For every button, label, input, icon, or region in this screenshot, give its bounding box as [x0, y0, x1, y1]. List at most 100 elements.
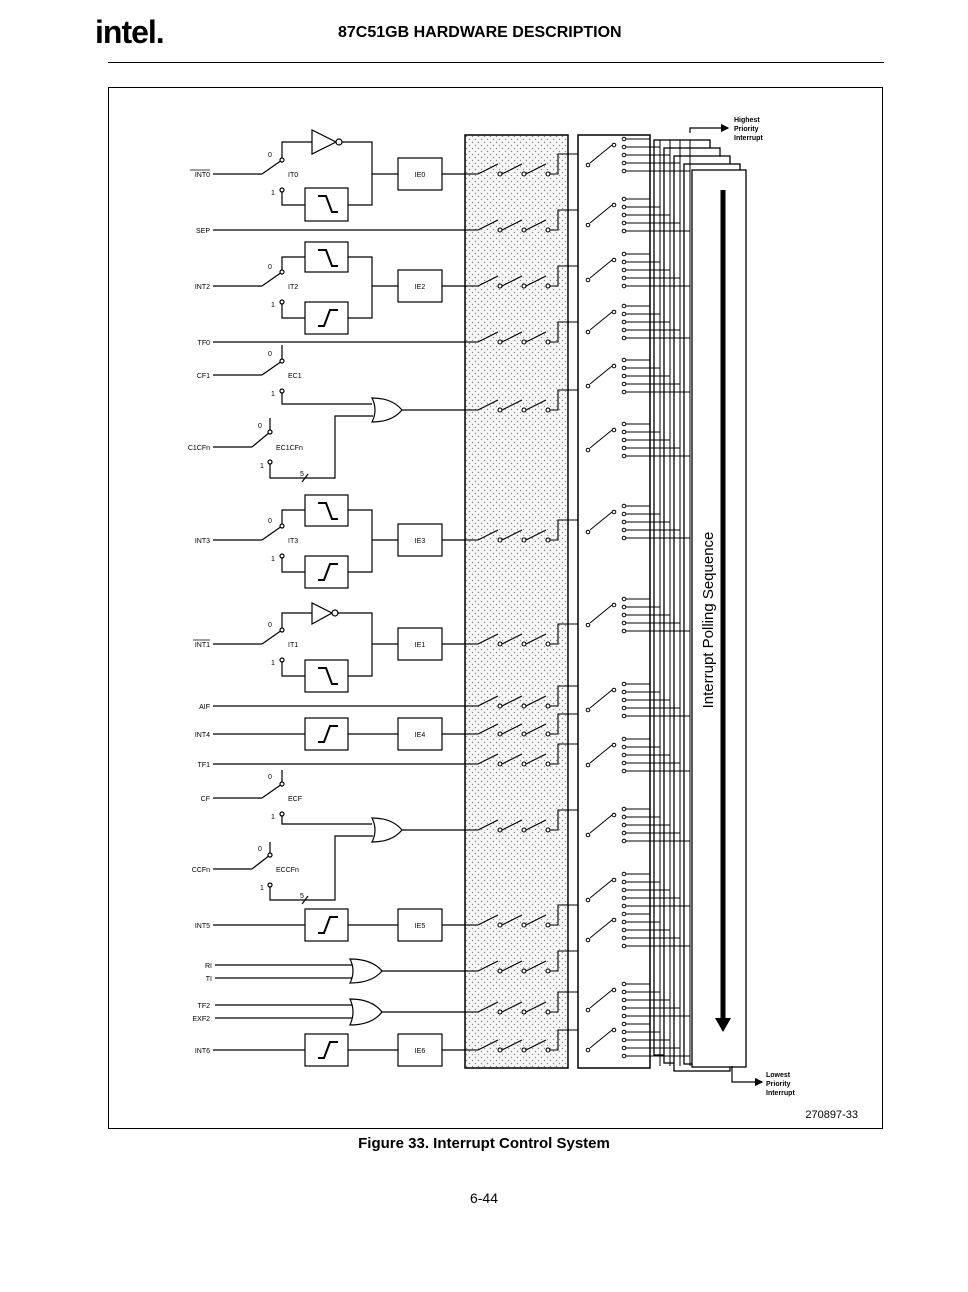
priority-fanout [585, 303, 690, 341]
it3-mux [261, 494, 373, 589]
priority-fanout [585, 503, 690, 541]
signal-cf: CF [201, 796, 210, 803]
bus-width-1: 5 [300, 471, 304, 478]
priority-fanout [585, 911, 690, 949]
it2-mux [261, 241, 373, 335]
signal-aif: AIF [199, 704, 210, 711]
edge-detect-boxes [304, 717, 349, 1067]
priority-fanout [585, 196, 690, 234]
ec1cfn-bit0: 0 [258, 423, 262, 430]
switch-row [465, 623, 578, 647]
serial-or-gates [349, 958, 383, 1026]
signal-sep: SEP [196, 228, 210, 235]
signal-ti: TI [206, 976, 212, 983]
figure-frame [108, 87, 883, 1129]
priority-fanout [585, 421, 690, 459]
ctrl-it2: IT2 [288, 284, 298, 291]
it0-mux [261, 129, 373, 222]
it2-bit0: 0 [268, 264, 272, 271]
signal-int2: INT2 [195, 284, 210, 291]
switch-row [465, 209, 578, 233]
switch-row [465, 519, 578, 543]
ctrl-ecf: ECF [288, 796, 302, 803]
highest-priority-arrow [689, 123, 730, 133]
it2-bit1: 1 [271, 302, 275, 309]
ie1-box [397, 627, 443, 661]
switch-row [465, 713, 578, 737]
switch-row [465, 389, 578, 413]
signal-ccfn: CCFn [192, 867, 210, 874]
signal-int1: INT1 [195, 642, 210, 649]
ie6-box [397, 1033, 443, 1067]
ec1-bit0: 0 [268, 351, 272, 358]
lowest-label-3: Interrupt [766, 1090, 795, 1097]
it3-bit1: 1 [271, 556, 275, 563]
signal-int4: INT4 [195, 732, 210, 739]
ec1-bit1: 1 [271, 391, 275, 398]
ie2-label: IE2 [415, 284, 426, 291]
intel-logo: intel. [95, 14, 165, 50]
header-title: 87C51GB HARDWARE DESCRIPTION [338, 24, 622, 41]
figure-caption: Figure 33. Interrupt Control System [358, 1135, 610, 1152]
highest-label-2: Priority [734, 126, 759, 133]
it3-bit0: 0 [268, 518, 272, 525]
signal-cf1: CF1 [197, 373, 210, 380]
signal-int5: INT5 [195, 923, 210, 930]
priority-fanout [585, 681, 690, 719]
signal-tf0: TF0 [198, 340, 211, 347]
ctrl-ec1: EC1 [288, 373, 302, 380]
it1-bit0: 0 [268, 622, 272, 629]
it1-mux [261, 602, 373, 693]
polling-sequence-label: Interrupt Polling Sequence [700, 532, 717, 709]
it1-bit1: 1 [271, 660, 275, 667]
switch-row [465, 991, 578, 1015]
header-rule [108, 62, 884, 63]
signal-tf1: TF1 [198, 762, 211, 769]
priority-fanout [585, 596, 690, 634]
switch-row [465, 950, 578, 974]
signal-ri: RI [205, 963, 212, 970]
priority-matrix-box [577, 134, 651, 1069]
polling-arrowhead [715, 1018, 731, 1032]
bus-width-2: 5 [300, 893, 304, 900]
ie1-label: IE1 [415, 642, 426, 649]
priority-fanout [585, 357, 690, 395]
ecf-or-gate [251, 770, 403, 905]
signal-int0: INT0 [195, 172, 210, 179]
switch-row [465, 743, 578, 767]
signal-c1cfn: C1CFn [188, 445, 210, 452]
it0-bit1: 1 [271, 190, 275, 197]
page-number: 6-44 [469, 1190, 499, 1206]
eccfn-bit1: 1 [260, 885, 264, 892]
highest-label-3: Interrupt [734, 135, 763, 142]
ie5-label: IE5 [415, 923, 426, 930]
ctrl-it1: IT1 [288, 642, 298, 649]
eccfn-bit0: 0 [258, 846, 262, 853]
ie4-box [397, 717, 443, 751]
ec1cfn-bit1: 1 [260, 463, 264, 470]
ie2-box [397, 269, 443, 303]
lowest-label-2: Priority [766, 1081, 791, 1088]
priority-fanout [585, 251, 690, 289]
switch-row [465, 265, 578, 289]
ctrl-it0: IT0 [288, 172, 298, 179]
switch-row [465, 904, 578, 928]
highest-label-1: Highest [734, 117, 760, 124]
priority-fanout [585, 1021, 690, 1059]
signal-exf2: EXF2 [192, 1016, 210, 1023]
ec1-or-gate [251, 345, 403, 483]
switch-row [465, 685, 578, 709]
lowest-label-1: Lowest [766, 1072, 791, 1079]
ctrl-ec1cfn: EC1CFn [276, 445, 303, 452]
ctrl-eccfn: ECCFn [276, 867, 299, 874]
ie0-label: IE0 [415, 172, 426, 179]
it0-bit0: 0 [268, 152, 272, 159]
enable-switch-rows [465, 153, 578, 1053]
switch-row [465, 1029, 578, 1053]
ctrl-it3: IT3 [288, 538, 298, 545]
figure-code: 270897-33 [805, 1109, 858, 1121]
ie3-label: IE3 [415, 538, 426, 545]
signal-int6: INT6 [195, 1048, 210, 1055]
enable-switch-region [464, 134, 569, 1069]
